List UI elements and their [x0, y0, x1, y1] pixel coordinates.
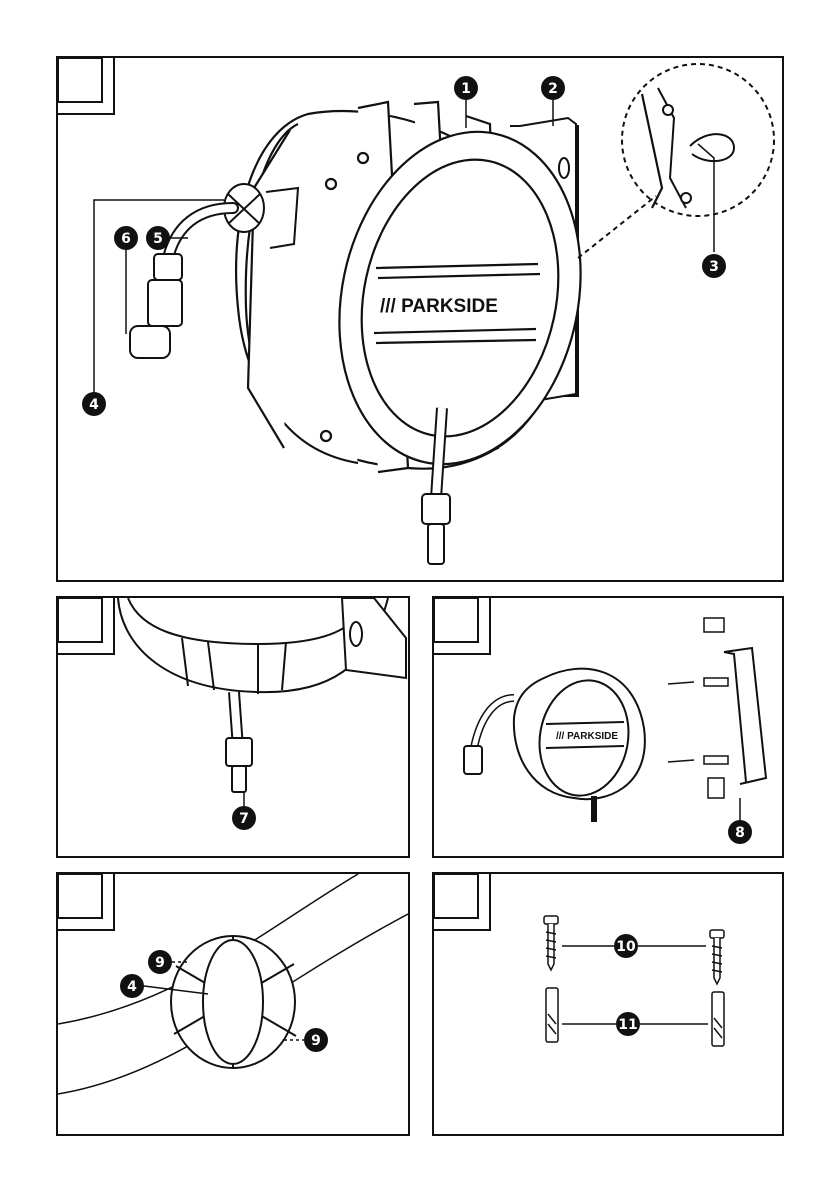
hose-stop-closeup: 9 4 9	[58, 874, 408, 1134]
detail-leader-line	[578, 196, 656, 258]
callout-6: 6	[114, 226, 138, 250]
callout-9-bottom: 9	[304, 1028, 328, 1052]
svg-text:9: 9	[311, 1033, 321, 1049]
hose-reel-main-illustration: /// PARKSIDE	[58, 58, 782, 580]
screws-and-plugs	[668, 618, 728, 798]
svg-text:5: 5	[153, 231, 163, 247]
quick-coupler-left	[130, 254, 182, 358]
screw-right	[710, 930, 724, 984]
svg-text:2: 2	[548, 81, 558, 97]
callout-5: 5	[146, 226, 170, 250]
callout-4: 4	[82, 392, 106, 416]
reel-bottom-closeup: 7	[58, 598, 408, 856]
fasteners-illustration: 10 11	[434, 874, 782, 1134]
svg-text:9: 9	[155, 955, 165, 971]
screw-left	[544, 916, 558, 970]
brand-logo-small: /// PARKSIDE	[556, 731, 618, 742]
callout-2: 2	[541, 76, 565, 100]
svg-text:1: 1	[461, 81, 471, 97]
callout-4-hose-stop: 4	[120, 974, 144, 998]
callout-7: 7	[232, 806, 256, 830]
callout-3: 3	[702, 254, 726, 278]
quick-coupler-bottom	[422, 494, 450, 564]
figure-panel-mounting: /// PARKSIDE 8	[432, 596, 784, 858]
figure-panel-hose-stop: 9 4 9	[56, 872, 410, 1136]
figure-panel-fasteners: 10 11	[432, 872, 784, 1136]
callout-8: 8	[728, 820, 752, 844]
quick-coupler	[226, 738, 252, 792]
callout-10: 10	[614, 934, 638, 958]
hose-stop-ball	[171, 936, 296, 1068]
svg-text:3: 3	[709, 259, 719, 275]
svg-text:11: 11	[618, 1017, 637, 1033]
figure-panel-hose-coupler: 7	[56, 596, 410, 858]
brand-logo: /// PARKSIDE	[380, 296, 498, 317]
svg-text:8: 8	[735, 825, 745, 841]
step-marker-corner	[58, 58, 114, 114]
bracket-small	[724, 648, 766, 784]
svg-text:7: 7	[239, 811, 249, 827]
svg-text:4: 4	[89, 397, 99, 413]
reel-housing-bottom	[118, 598, 406, 694]
wall-plug-left	[546, 988, 558, 1042]
mounting-exploded-view: /// PARKSIDE 8	[434, 598, 782, 856]
figure-panel-main: /// PARKSIDE	[56, 56, 784, 582]
detail-magnifier	[622, 64, 774, 216]
wall-plug-right	[712, 992, 724, 1046]
svg-text:4: 4	[127, 979, 137, 995]
callout-1: 1	[454, 76, 478, 100]
svg-text:10: 10	[616, 939, 636, 955]
callout-9-top: 9	[148, 950, 172, 974]
step-marker-box	[58, 58, 102, 102]
callout-11: 11	[616, 1012, 640, 1036]
svg-text:6: 6	[121, 231, 131, 247]
